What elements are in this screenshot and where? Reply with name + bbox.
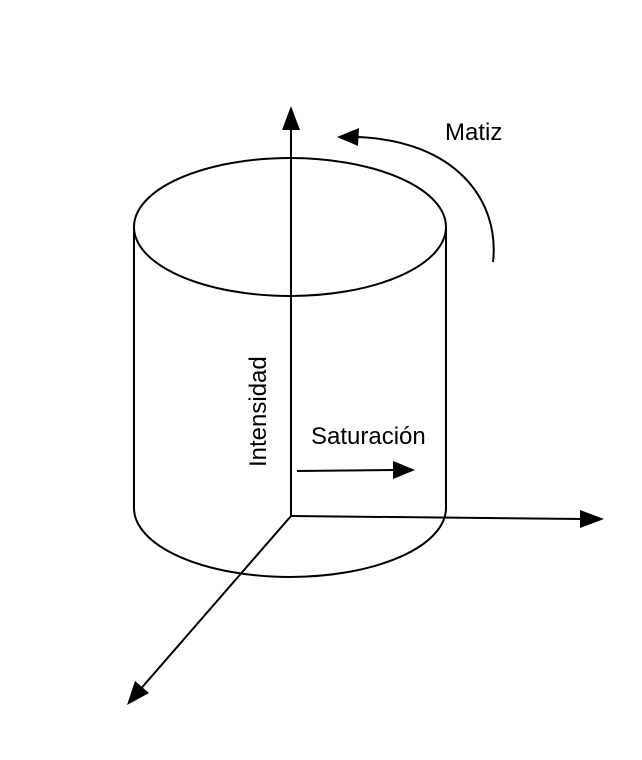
diagonal-axis (137, 515, 292, 693)
diagonal-axis-arrowhead (127, 681, 149, 705)
intensity-label: Intensidad (245, 356, 272, 467)
hue-arc (355, 136, 495, 263)
cylinder-bottom-arc (133, 507, 447, 578)
hue-arc-arrow (337, 128, 495, 263)
axes (127, 106, 604, 705)
saturation-label: Saturación (311, 423, 426, 450)
intensity-axis-arrowhead (282, 106, 300, 130)
right-axis-arrowhead (580, 510, 604, 528)
right-axis (290, 515, 583, 520)
hue-label: Matiz (445, 119, 502, 146)
saturation-arrow (296, 461, 415, 479)
hue-arc-arrowhead (337, 128, 359, 146)
saturation-arrow-arrowhead (393, 461, 415, 479)
saturation-arrow-shaft (296, 469, 397, 472)
